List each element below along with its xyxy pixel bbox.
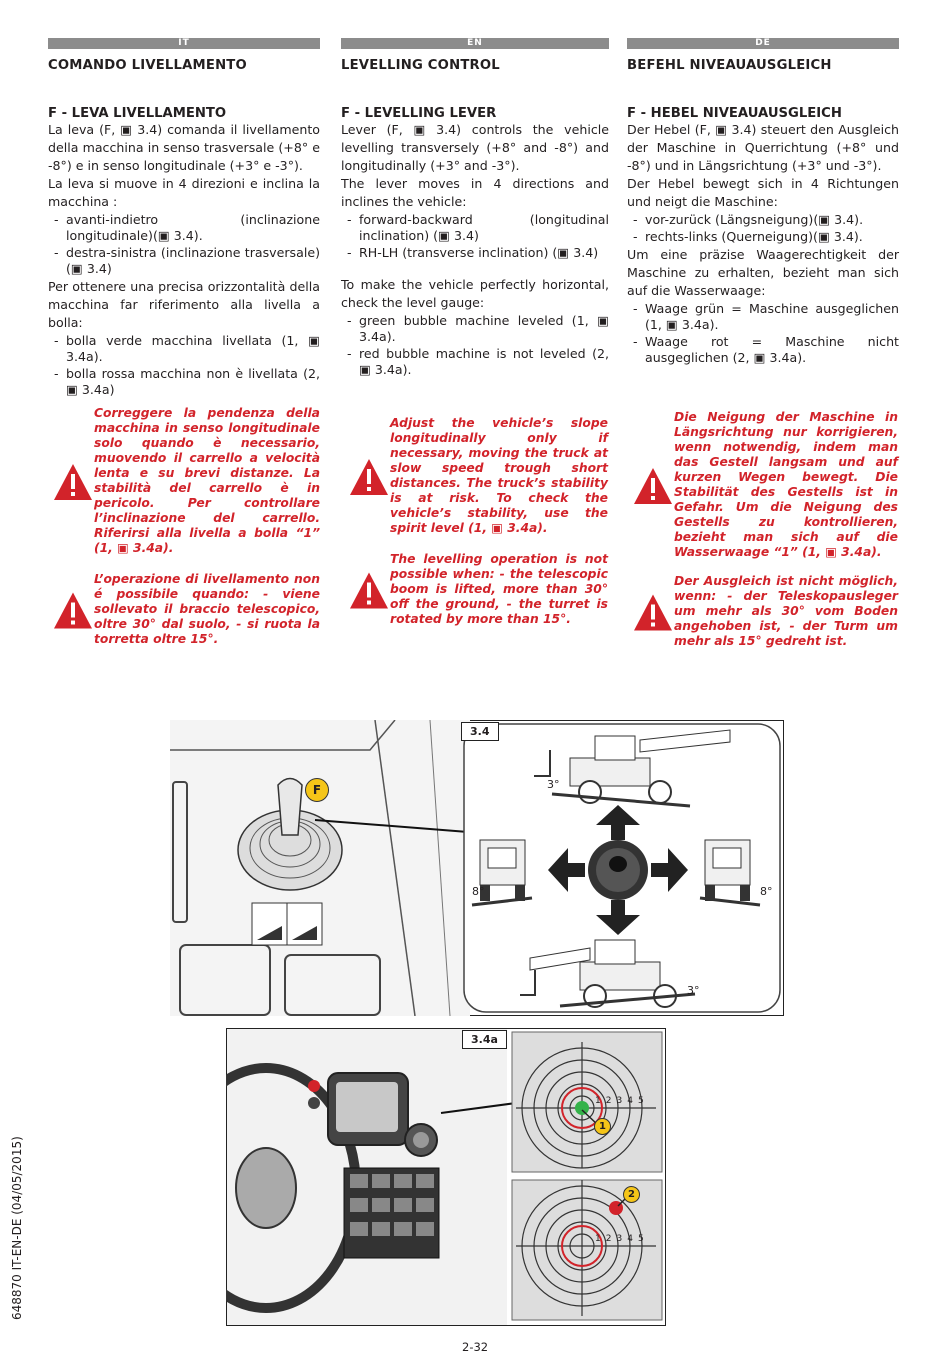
warning-triangle-icon — [634, 468, 672, 504]
body-en: Lever (F, ▣ 3.4) controls the vehicle le… — [341, 121, 609, 378]
list-directions: vor-zurück (Längsneigung)(▣ 3.4). rechts… — [627, 212, 899, 245]
warning-triangle-icon — [634, 594, 672, 631]
section-title-de: BEFEHL NIVEAUAUSGLEICH — [627, 58, 832, 73]
angle-label-bottom: 3° — [687, 984, 700, 997]
warning-text: Correggere la pendenza della macchina in… — [94, 406, 320, 555]
level-gauge-red — [516, 1180, 656, 1316]
list-item: RH-LH (transverse inclination) (▣ 3.4) — [341, 245, 609, 261]
warning-it-2: L’operazione di livellamento non é possi… — [52, 572, 320, 647]
warning-de-2: Der Ausgleich ist nicht möglich, wenn: -… — [632, 574, 898, 649]
warning-triangle-icon — [350, 572, 388, 609]
warning-text: The levelling operation is not possible … — [390, 552, 608, 626]
paragraph-1: La leva (F, ▣ 3.4) comanda il livellamen… — [48, 122, 320, 173]
gauge-scale-top: 12345 — [595, 1096, 649, 1106]
list-bubble: bolla verde macchina livellata (1, ▣ 3.4… — [48, 333, 320, 398]
list-item: destra-sinistra (inclinazione trasversal… — [48, 245, 320, 277]
list-item: Waage rot = Maschine nicht ausgeglichen … — [627, 334, 899, 366]
warning-text: Der Ausgleich ist nicht möglich, wenn: -… — [674, 574, 898, 648]
figure-3-4a: 3.4a 12345 12345 1 2 — [171, 1028, 666, 1326]
callout-f: F — [305, 778, 329, 802]
callout-1: 1 — [594, 1118, 611, 1135]
warning-it-1: Correggere la pendenza della macchina in… — [52, 406, 320, 556]
scale-tick: 4 — [627, 1234, 638, 1244]
list-bubble: Waage grün = Maschine ausgeglichen (1, ▣… — [627, 301, 899, 366]
scale-tick: 5 — [637, 1096, 649, 1106]
list-directions: forward-backward (longitudinal inclinati… — [341, 212, 609, 261]
angle-label-left: 8° — [472, 885, 485, 898]
angle-label-right: 8° — [760, 885, 773, 898]
paragraph-1: Der Hebel (F, ▣ 3.4) steuert den Ausglei… — [627, 122, 899, 173]
machine-front-right — [699, 839, 761, 907]
machine-front-left — [471, 839, 533, 907]
figure-3-4: F 3.4 3° 3° 8° 8° — [170, 719, 784, 1017]
lang-bar-it: IT — [48, 38, 320, 49]
scale-tick: 3 — [616, 1096, 628, 1106]
page-number: 2-32 — [462, 1340, 489, 1354]
body-it: La leva (F, ▣ 3.4) comanda il livellamen… — [48, 121, 320, 398]
list-item: green bubble machine leveled (1, ▣ 3.4a)… — [341, 313, 609, 345]
warning-text: Die Neigung der Maschine in Längsrichtun… — [674, 410, 898, 559]
column-de: DE BEFEHL NIVEAUAUSGLEICH F - HEBEL NIVE… — [627, 38, 899, 367]
list-item: bolla verde macchina livellata (1, ▣ 3.4… — [48, 333, 320, 365]
lang-bar-de: DE — [627, 38, 899, 49]
warning-en-1: Adjust the vehicle’s slope longitudinall… — [348, 416, 608, 536]
paragraph-3: Per ottenere una precisa orizzontalità d… — [48, 279, 320, 330]
document-code: 648870 IT-EN-DE (04/05/2015) — [10, 1136, 24, 1320]
subtitle-it: F - LEVA LIVELLAMENTO — [48, 106, 227, 121]
scale-tick: 2 — [605, 1096, 617, 1106]
warning-text: Adjust the vehicle’s slope longitudinall… — [390, 416, 608, 535]
paragraph-2: La leva si muove in 4 direzioni e inclin… — [48, 176, 320, 209]
column-it: IT COMANDO LIVELLAMENTO F - LEVA LIVELLA… — [48, 38, 320, 399]
level-gauge-illustration — [171, 1028, 666, 1326]
section-title-en: LEVELLING CONTROL — [341, 58, 500, 73]
warning-triangle-icon — [54, 592, 92, 629]
list-item: red bubble machine is not leveled (2, ▣ … — [341, 346, 609, 378]
level-gauge-green — [516, 1042, 656, 1169]
warning-text: L’operazione di livellamento non é possi… — [94, 572, 320, 646]
paragraph-1: Lever (F, ▣ 3.4) controls the vehicle le… — [341, 122, 609, 173]
warning-en-2: The levelling operation is not possible … — [348, 552, 608, 627]
callout-2: 2 — [623, 1186, 640, 1203]
list-item: forward-backward (longitudinal inclinati… — [341, 212, 609, 244]
direction-arrows-icon — [548, 805, 688, 935]
warning-triangle-icon — [350, 459, 388, 495]
list-item: Waage grün = Maschine ausgeglichen (1, ▣… — [627, 301, 899, 333]
machine-side-bottom — [520, 939, 696, 1008]
paragraph-2: Der Hebel bewegt sich in 4 Richtungen un… — [627, 176, 899, 209]
subtitle-en: F - LEVELLING LEVER — [341, 106, 497, 121]
subtitle-de: F - HEBEL NIVEAUAUSGLEICH — [627, 106, 842, 121]
scale-tick: 4 — [627, 1096, 638, 1106]
scale-tick: 3 — [616, 1234, 628, 1244]
column-en: EN LEVELLING CONTROL F - LEVELLING LEVER… — [341, 38, 609, 379]
body-de: Der Hebel (F, ▣ 3.4) steuert den Ausglei… — [627, 121, 899, 366]
figure-label: 3.4a — [462, 1030, 507, 1049]
list-item: vor-zurück (Längsneigung)(▣ 3.4). — [627, 212, 899, 228]
gauge-scale-bottom: 12345 — [595, 1234, 649, 1244]
paragraph-3: Um eine präzise Waagerechtigkeit der Mas… — [627, 247, 899, 298]
list-item: rechts-links (Querneigung)(▣ 3.4). — [627, 229, 899, 245]
section-title-it: COMANDO LIVELLAMENTO — [48, 58, 247, 73]
warning-triangle-icon — [54, 464, 92, 500]
paragraph-3: To make the vehicle perfectly horizontal… — [341, 277, 609, 310]
scale-tick: 2 — [605, 1234, 617, 1244]
levelling-lever-illustration — [170, 719, 784, 1017]
scale-tick: 1 — [595, 1234, 606, 1244]
figure-label: 3.4 — [461, 722, 499, 741]
machine-side-top — [534, 729, 731, 808]
angle-label-top: 3° — [547, 778, 560, 791]
lang-bar-en: EN — [341, 38, 609, 49]
scale-tick: 5 — [637, 1234, 649, 1244]
list-item: avanti-indietro (inclinazione longitudin… — [48, 212, 320, 244]
scale-tick: 1 — [595, 1096, 606, 1106]
paragraph-2: The lever moves in 4 directions and incl… — [341, 176, 609, 209]
list-item: bolla rossa macchina non è livellata (2,… — [48, 366, 320, 398]
list-directions: avanti-indietro (inclinazione longitudin… — [48, 212, 320, 277]
warning-de-1: Die Neigung der Maschine in Längsrichtun… — [632, 410, 898, 560]
list-bubble: green bubble machine leveled (1, ▣ 3.4a)… — [341, 313, 609, 378]
